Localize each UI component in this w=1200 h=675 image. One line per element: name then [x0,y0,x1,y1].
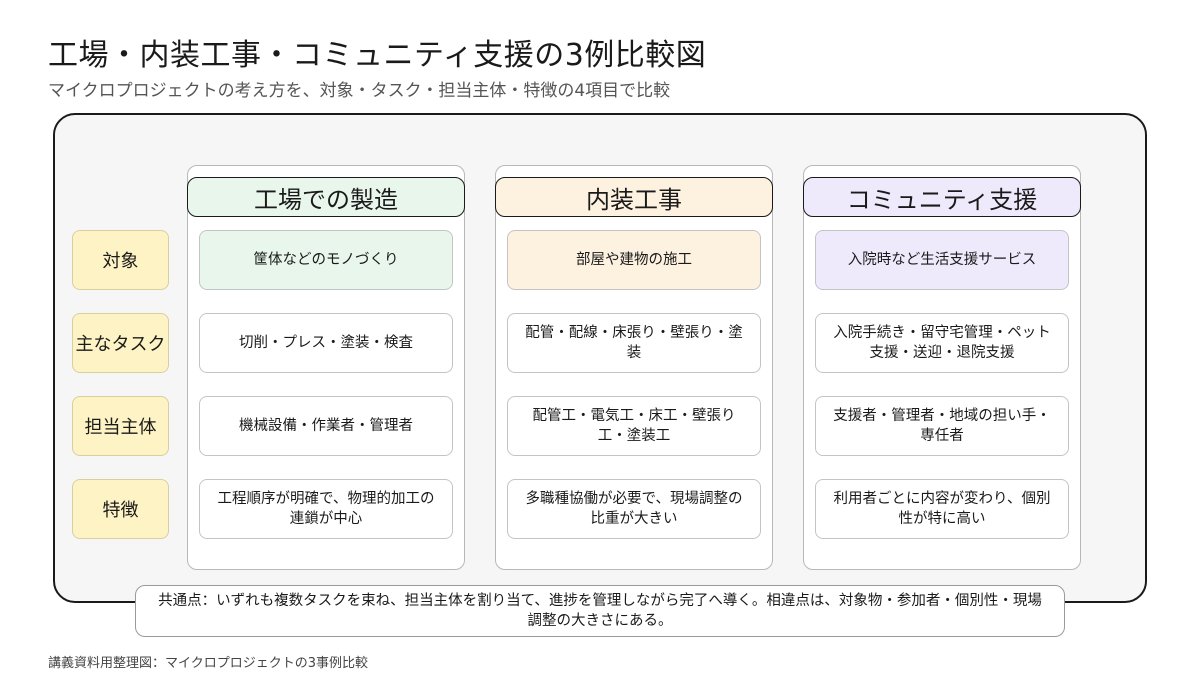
cell-interior-features: 多職種協働が必要で、現場調整の比重が大きい [507,479,761,539]
row-label-actors: 担当主体 [72,396,169,456]
cell-community-tasks: 入院手続き・留守宅管理・ペット支援・送迎・退院支援 [815,313,1069,373]
cell-factory-actors: 機械設備・作業者・管理者 [199,396,453,456]
diagram-subtitle: マイクロプロジェクトの考え方を、対象・タスク・担当主体・特徴の4項目で比較 [48,81,671,101]
cell-community-target: 入院時など生活支援サービス [815,230,1069,290]
cell-community-features: 利用者ごとに内容が変わり、個別性が特に高い [815,479,1069,539]
column-header-community: コミュニティ支援 [803,177,1081,217]
diagram-title: 工場・内装工事・コミュニティ支援の3例比較図 [48,38,707,73]
cell-community-actors: 支援者・管理者・地域の担い手・専任者 [815,396,1069,456]
row-label-tasks: 主なタスク [72,313,169,373]
summary-note: 共通点：いずれも複数タスクを束ね、担当主体を割り当て、進捗を管理しながら完了へ導… [135,585,1065,637]
row-label-features: 特徴 [72,479,169,539]
cell-interior-actors: 配管工・電気工・床工・壁張り工・塗装工 [507,396,761,456]
cell-interior-target: 部屋や建物の施工 [507,230,761,290]
column-header-interior: 内装工事 [495,177,773,217]
column-header-factory: 工場での製造 [187,177,465,217]
cell-factory-target: 筐体などのモノづくり [199,230,453,290]
row-label-target: 対象 [72,230,169,290]
cell-factory-features: 工程順序が明確で、物理的加工の連鎖が中心 [199,479,453,539]
cell-factory-tasks: 切削・プレス・塗装・検査 [199,313,453,373]
cell-interior-tasks: 配管・配線・床張り・壁張り・塗装 [507,313,761,373]
footer-caption: 講義資料用整理図：マイクロプロジェクトの3事例比較 [48,656,369,671]
